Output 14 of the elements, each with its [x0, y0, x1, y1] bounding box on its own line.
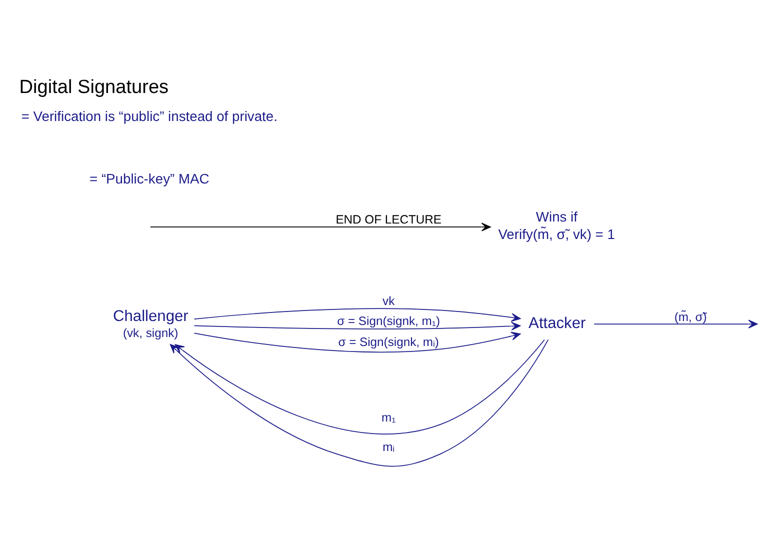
edge-label: σ = Sign(signk, mᵢ)	[338, 334, 439, 348]
edge-label: (m̃, σ̃)	[674, 309, 707, 324]
node-text: Challenger	[112, 307, 188, 324]
edge-label: m₁	[381, 410, 396, 424]
node-text: Attacker	[528, 314, 586, 332]
edge-label: mᵢ	[382, 439, 395, 454]
label: = “Public-key” MAC	[90, 170, 210, 186]
diagram-title: Digital Signatures	[19, 76, 169, 98]
node-label: (vk, signk)	[122, 326, 178, 340]
edge-label: END OF LECTURE	[336, 212, 442, 226]
edge-label: vk	[382, 294, 395, 308]
node-text: Wins if Verify(m̃, σ̃, vk) = 1	[498, 208, 615, 242]
edge-label: σ = Sign(signk, m₁)	[337, 314, 440, 328]
label: = Verification is “public” instead of private.	[21, 108, 278, 124]
